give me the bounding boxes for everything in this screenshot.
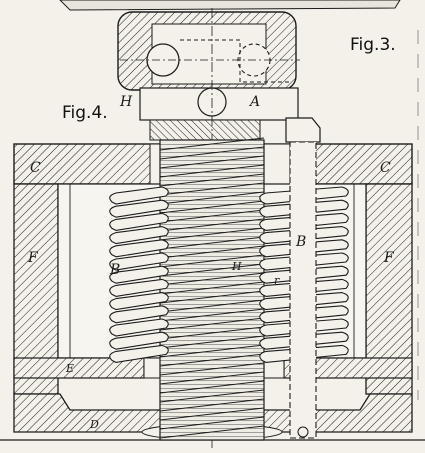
fig3-shaft-body [139,87,321,143]
coil-disc [109,265,169,284]
coil-disc [109,344,169,363]
screw-thread [159,200,265,214]
screw-thread [159,191,265,205]
label-H-top: H [119,94,133,110]
central-screw [159,137,265,441]
screw-thread [159,236,265,250]
screw-thread [159,155,265,169]
label-B-left: B [109,262,120,278]
top-rail [59,0,401,11]
screw-thread [159,398,265,412]
fig3-clamp-block [117,11,300,91]
label-B-right: B [295,234,306,250]
screw-thread [159,299,265,313]
label-F-right: F [383,250,395,266]
screw-thread [159,308,265,322]
label-r-mid: r [274,274,280,287]
screw-thread [159,164,265,178]
coil-disc [109,199,169,218]
screw-thread [159,326,265,340]
screw-thread [159,209,265,223]
screw-thread [159,416,265,430]
screw-thread [159,362,265,376]
label-H-mid: H [231,260,242,273]
screw-thread [159,407,265,421]
screw-thread [159,281,265,295]
coil-disc [109,305,169,324]
label-E: E [65,362,74,375]
coil-disc [109,226,169,245]
label-C-right: C [380,160,391,176]
screw-thread [159,389,265,403]
coil-disc [109,318,169,337]
label-A-top: A [248,94,260,110]
screw-thread [159,146,265,160]
screw-thread [159,272,265,286]
screw-thread [159,254,265,268]
fig3-title: Fig.3. [350,35,396,55]
screw-thread [159,182,265,196]
screw-thread [159,290,265,304]
label-D: D [89,418,99,431]
screw-thread [159,380,265,394]
screw-thread [159,335,265,349]
screw-thread [159,173,265,187]
label-C-left: C [30,160,41,176]
screw-thread [159,263,265,277]
coil-disc [109,278,169,297]
screw-thread [159,245,265,259]
screw-thread [159,425,265,439]
screw-thread [159,371,265,385]
label-F-left: F [27,250,39,266]
left-coil-stack [109,186,169,363]
coil-disc [109,212,169,231]
right-bolt [289,141,317,439]
screw-thread [159,353,265,367]
coil-disc [109,186,169,205]
screw-thread [159,227,265,241]
coil-disc [109,239,169,258]
coil-disc [109,331,169,350]
screw-thread [159,137,265,151]
coil-disc [109,252,169,271]
screw-thread [159,218,265,232]
screw-thread [159,317,265,331]
screw-thread [159,344,265,358]
coil-disc [109,292,169,311]
fig4-title: Fig.4. [62,103,108,123]
